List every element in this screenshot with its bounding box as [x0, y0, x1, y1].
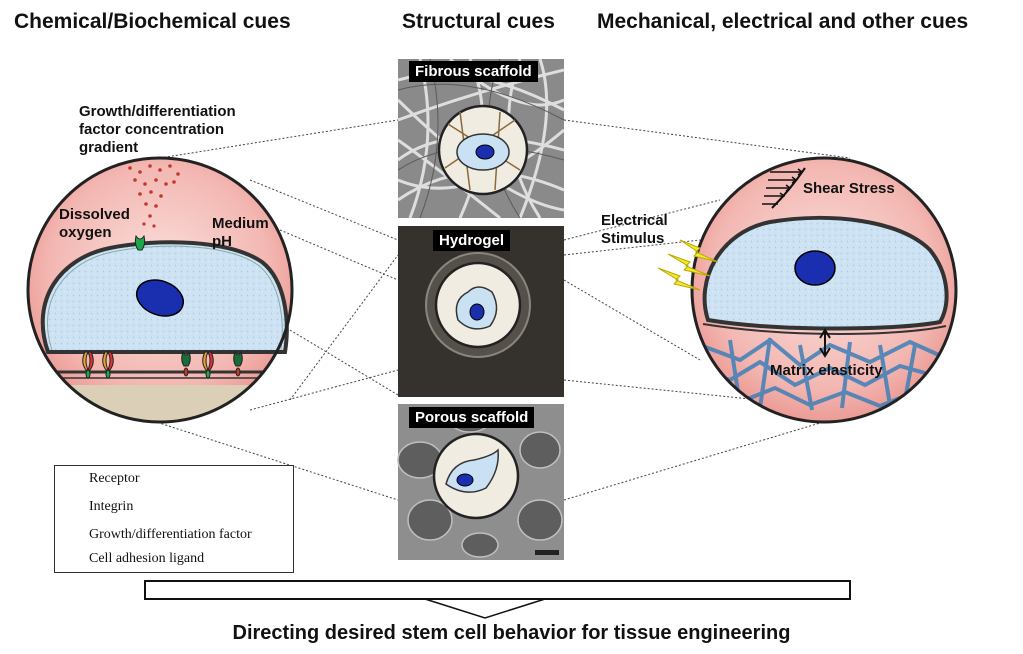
shear-arrows	[762, 167, 806, 209]
factor-gradient-dots	[128, 164, 180, 228]
porous-scaffold-caption: Porous scaffold	[409, 407, 535, 428]
legend-receptor-label: Receptor	[89, 471, 140, 486]
oxygen-label-line2: oxygen	[59, 224, 112, 241]
matrix-elasticity-label: Matrix elasticity	[770, 362, 883, 379]
legend-factor: Growth/differentiation factor	[63, 525, 252, 545]
heading-structural: Structural cues	[402, 10, 555, 33]
left-cell-circle	[26, 156, 294, 424]
legend-box: Receptor Integrin Growth/differentiation…	[54, 465, 294, 573]
electrical-label-line2: Stimulus	[601, 230, 665, 247]
gradient-label-line3: gradient	[79, 139, 139, 156]
gradient-label-line1: Growth/differentiation	[79, 103, 236, 120]
gradient-label-line2: factor concentration	[79, 121, 225, 138]
integrins-bottom	[82, 350, 243, 379]
connector-lines	[149, 119, 851, 501]
legend-integrin-label: Integrin	[89, 499, 134, 514]
hydrogel-caption: Hydrogel	[433, 230, 511, 251]
fibrous-scaffold-panel	[398, 59, 564, 218]
oxygen-label-line1: Dissolved	[59, 206, 130, 223]
fibrous-scaffold-caption: Fibrous scaffold	[409, 61, 538, 82]
bottom-caption: Directing desired stem cell behavior for…	[232, 622, 791, 644]
receptor-top	[134, 234, 146, 251]
right-nucleus	[794, 250, 836, 286]
legend-receptor: Receptor	[63, 469, 140, 489]
left-nucleus	[135, 279, 185, 317]
shear-stress-label: Shear Stress	[803, 180, 895, 197]
legend-ligand-label: Cell adhesion ligand	[89, 551, 205, 566]
hydrogel-panel	[398, 226, 564, 397]
legend-integrin: Integrin	[63, 497, 133, 517]
bottom-bracket	[144, 580, 851, 619]
heading-chemical: Chemical/Biochemical cues	[14, 10, 291, 33]
heading-mechanical: Mechanical, electrical and other cues	[597, 10, 969, 33]
ph-label-line2: pH	[212, 233, 232, 250]
ph-label-line1: Medium	[212, 215, 269, 232]
elasticity-arrow	[819, 328, 831, 358]
legend-ligand: Cell adhesion ligand	[63, 549, 204, 569]
legend-factor-label: Growth/differentiation factor	[89, 527, 252, 542]
electrical-bolts	[657, 239, 719, 291]
electrical-label-line1: Electrical	[601, 212, 668, 229]
right-cell-circle	[657, 156, 958, 424]
